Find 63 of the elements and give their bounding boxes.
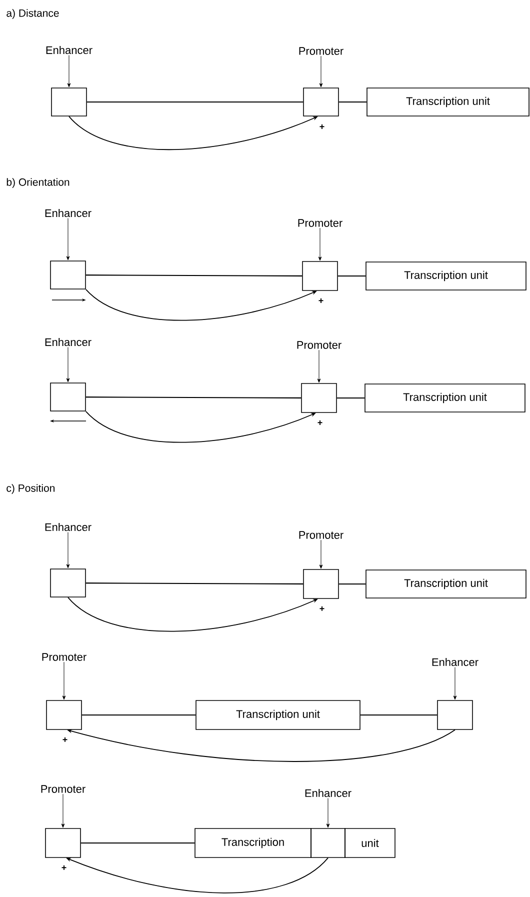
gene-box: Transcription <box>194 828 312 858</box>
connecting-line <box>86 582 304 584</box>
pointer-arrow <box>319 56 323 88</box>
element-box <box>51 88 87 116</box>
element-box <box>310 828 346 858</box>
connecting-line <box>86 274 302 276</box>
section-heading: c) Position <box>6 484 55 494</box>
connecting-line <box>86 396 302 398</box>
plus-sign: + <box>62 865 66 870</box>
connecting-line <box>80 842 195 844</box>
connecting-line <box>338 583 366 585</box>
element-label: Enhancer <box>45 338 92 346</box>
element-box <box>303 88 339 116</box>
element-label: Enhancer <box>45 208 92 218</box>
element-box <box>50 568 86 598</box>
element-label: Promoter <box>297 341 342 349</box>
pointer-arrow <box>318 228 322 261</box>
element-label: Promoter <box>42 653 86 661</box>
element-box <box>50 382 86 412</box>
section-heading: b) Orientation <box>6 178 70 188</box>
element-box <box>303 569 339 599</box>
element-label: Enhancer <box>45 522 92 532</box>
plus-sign: + <box>62 737 68 742</box>
gene-box: Transcription unit <box>366 88 530 116</box>
pointer-arrow <box>66 218 70 260</box>
plus-sign: + <box>320 606 324 611</box>
section-heading: a) Distance <box>6 9 59 19</box>
element-label: Enhancer <box>46 46 92 54</box>
element-label: Promoter <box>299 531 344 539</box>
pointer-arrow <box>326 798 330 828</box>
element-label: Promoter <box>299 47 344 55</box>
pointer-arrow <box>61 794 65 828</box>
pointer-arrow <box>453 667 457 700</box>
plus-sign: + <box>318 298 324 303</box>
element-box <box>437 700 473 730</box>
element-label: Enhancer <box>305 788 352 798</box>
element-label: Enhancer <box>432 658 478 666</box>
pointer-arrow <box>317 350 321 383</box>
connecting-line <box>360 714 438 716</box>
plus-sign: + <box>318 420 322 425</box>
gene-box: unit <box>344 828 396 858</box>
element-label: Promoter <box>298 219 342 227</box>
pointer-arrow <box>62 662 66 700</box>
element-box <box>301 383 337 413</box>
element-box <box>45 828 81 858</box>
pointer-arrow <box>319 540 323 569</box>
gene-box: Transcription unit <box>196 700 360 730</box>
pointer-arrow <box>67 55 71 88</box>
element-label: Promoter <box>41 785 86 793</box>
gene-box: Transcription unit <box>364 384 526 412</box>
connecting-line <box>338 101 367 103</box>
pointer-arrow <box>66 347 70 382</box>
connecting-line <box>86 101 304 103</box>
pointer-arrow <box>66 532 70 568</box>
connecting-line <box>82 714 196 716</box>
gene-box: Transcription unit <box>366 570 526 598</box>
plus-sign: + <box>320 124 324 129</box>
element-box <box>46 700 82 730</box>
gene-box: Transcription unit <box>366 262 526 290</box>
connecting-line <box>338 275 366 277</box>
connecting-line <box>336 397 365 399</box>
element-box <box>302 261 338 291</box>
element-box <box>50 260 86 290</box>
